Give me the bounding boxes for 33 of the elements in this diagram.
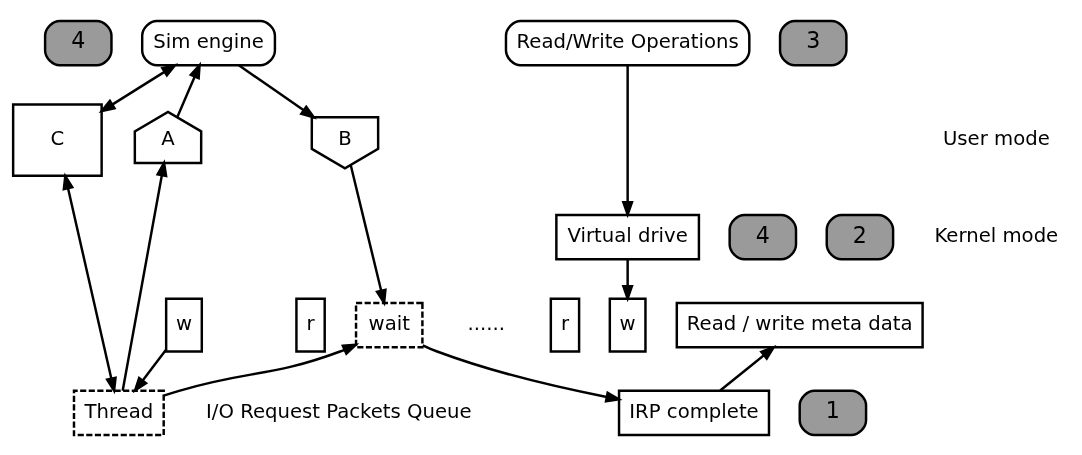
arrow [422, 343, 623, 403]
node-box: Read/Write Operations [504, 19, 751, 66]
node-box: w [164, 296, 204, 353]
arrow [238, 63, 317, 119]
node-box: w [608, 296, 647, 353]
node-box: 2 [825, 213, 895, 261]
node-box: Thread [72, 389, 165, 436]
arrow [621, 259, 634, 302]
node-box: Sim engine [140, 19, 277, 66]
arrow [121, 158, 168, 391]
arrow [719, 344, 777, 392]
label: I/O Request Packets Queue [206, 399, 472, 423]
node-box: IRP complete [617, 389, 771, 436]
node-box: r [549, 296, 581, 353]
node-box: 4 [728, 213, 798, 261]
arrow [132, 348, 167, 393]
arrow [176, 61, 202, 118]
node-box: 3 [778, 19, 848, 66]
arrow [62, 172, 117, 394]
arrow [98, 62, 179, 113]
node-box: Read / write meta data [675, 301, 924, 348]
label: Kernel mode [934, 223, 1059, 247]
node-box: 4 [43, 19, 113, 66]
node-box: C [11, 102, 103, 177]
label: ...... [467, 311, 506, 335]
node-box: Virtual drive [555, 213, 701, 261]
arrow [621, 65, 634, 218]
label: User mode [942, 126, 1050, 150]
node-box: r [295, 296, 326, 353]
node-box: wait [354, 301, 424, 348]
arrow [163, 342, 360, 397]
arrow [349, 164, 387, 306]
node-box: 1 [798, 389, 868, 436]
